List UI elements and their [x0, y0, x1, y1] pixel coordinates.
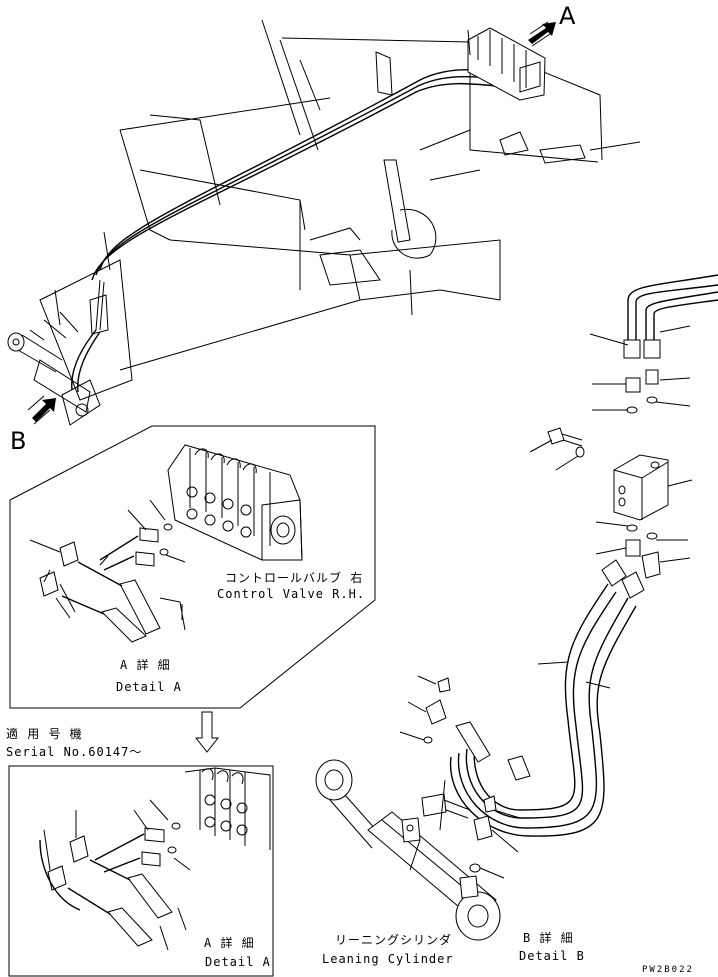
detail-a-frame [9, 425, 376, 709]
control-valve-detail-a2 [39, 767, 271, 951]
serial-label-jp: 適 用 号 機 [6, 726, 83, 741]
detail-b-title-en: Detail B [519, 949, 585, 963]
detail-b-part-name-jp: リーニングシリンダ [335, 932, 452, 947]
view-arrow-a [528, 22, 556, 44]
detail-b-title-jp: B 詳 細 [523, 930, 574, 945]
detail-b-part-name-en: Leaning Cylinder [322, 952, 454, 966]
drawing-code: PW2B022 [642, 965, 694, 975]
serial-number-en: Serial No.60147～ [6, 745, 142, 759]
detail-a-part-name-jp: コントロールバルブ 右 [225, 570, 363, 585]
leaning-cylinder-detail-b [315, 274, 718, 941]
view-arrow-b [32, 398, 56, 422]
detail-a2-title-jp: A 詳 細 [204, 935, 255, 950]
detail-a2-title-en: Detail A [205, 955, 271, 969]
detail-a-part-name-en: Control Valve R.H. [217, 587, 365, 601]
machine-frame-view [7, 19, 641, 426]
callout-b: B [10, 427, 26, 455]
down-arrow-icon [194, 711, 220, 753]
callout-a: A [559, 2, 576, 30]
detail-a2-frame [8, 765, 274, 977]
control-valve-detail-a [29, 444, 303, 643]
detail-a-title-jp: A 詳 細 [120, 657, 171, 672]
detail-a-title-en: Detail A [116, 680, 182, 694]
